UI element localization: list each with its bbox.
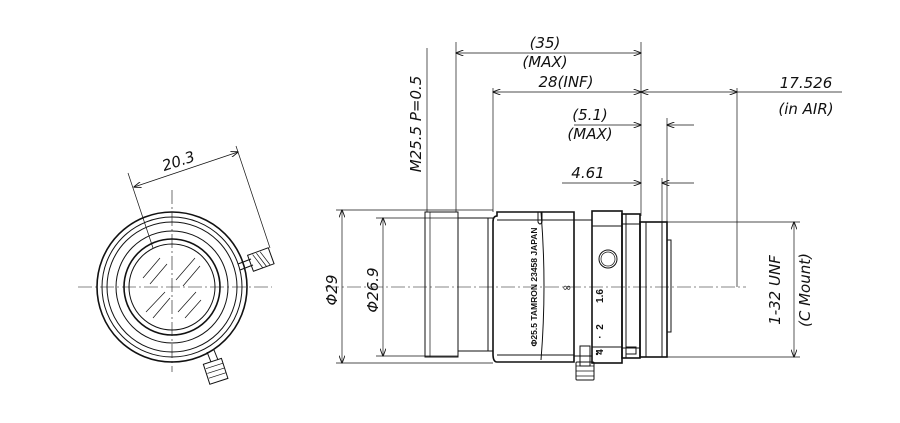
- dim-inner-diameter-label: Φ26.9: [364, 267, 382, 312]
- dim-back-focus-note: (in AIR): [778, 100, 833, 118]
- dimension-back-focus: 17.526 (in AIR): [641, 74, 842, 287]
- dim-inf-length-label: 28(INF): [538, 73, 593, 91]
- side-thumbscrew-bottom: [575, 345, 595, 381]
- front-ring-2: [101, 216, 243, 358]
- dim-filter-thread-label: M25.5 P=0.5: [407, 76, 425, 173]
- iris-scale-2: 2: [595, 324, 606, 330]
- dim-outer-diameter-label: Φ29: [323, 275, 341, 306]
- front-ring-3: [106, 221, 238, 353]
- thumbscrew-bottom: [202, 349, 229, 385]
- iris-lock-knob: [598, 249, 618, 269]
- front-glass-highlights: [142, 257, 202, 319]
- dimension-total-length: (35) (MAX): [456, 34, 641, 216]
- thumbscrew-top-right: [237, 247, 275, 272]
- dimension-protrusion: (5.1) (MAX): [567, 106, 694, 222]
- dimension-filter-thread: M25.5 P=0.5: [407, 48, 428, 212]
- dim-mount-type-label: (C Mount): [796, 253, 814, 327]
- dim-total-length-note: (MAX): [522, 53, 567, 71]
- c-mount-thread: [639, 221, 668, 358]
- dim-mount-thread-label: 1-32 UNF: [766, 255, 784, 325]
- dimension-outer-diameter: Φ29: [323, 210, 493, 363]
- iris-scale-4: 4: [595, 349, 606, 355]
- rear-lens-element: [666, 239, 672, 333]
- iris-scale-1-6: 1.6: [595, 289, 606, 303]
- barrel-print-text: Φ25.5 TAMRON 23458 JAPAN: [529, 227, 539, 346]
- dim-protrusion-label: (5.1): [572, 106, 608, 124]
- dim-mount-step-label: 4.61: [571, 164, 604, 182]
- front-glass-edge: [128, 243, 216, 331]
- dimension-inf-length: 28(INF): [493, 73, 641, 212]
- dimension-mount-step: 4.61: [562, 164, 694, 222]
- dimension-mount-thread: 1-32 UNF (C Mount): [667, 222, 814, 357]
- dimension-screw-offset: 20.3: [127, 145, 271, 249]
- focus-ring-gap: [573, 219, 593, 357]
- dimension-inner-diameter: Φ26.9: [364, 218, 458, 356]
- main-barrel: [492, 211, 575, 363]
- front-ring-5: [123, 238, 221, 336]
- iris-scale-dot: ·: [595, 335, 606, 338]
- rear-ring: [621, 213, 641, 359]
- dim-total-length-label: (35): [530, 34, 561, 52]
- side-view: Φ25.5 TAMRON 23458 JAPAN ∞ 1.6 2 · 4: [323, 34, 842, 381]
- focus-infinity-mark: ∞: [562, 281, 571, 294]
- front-view: 20.3: [78, 145, 275, 385]
- barrel-contour: [540, 211, 545, 361]
- front-outer-ring: [96, 211, 248, 363]
- dim-back-focus-label: 17.526: [780, 74, 833, 92]
- dim-protrusion-note: (MAX): [567, 125, 612, 143]
- front-ring-4: [115, 230, 229, 344]
- dim-screw-offset-label: 20.3: [160, 148, 197, 175]
